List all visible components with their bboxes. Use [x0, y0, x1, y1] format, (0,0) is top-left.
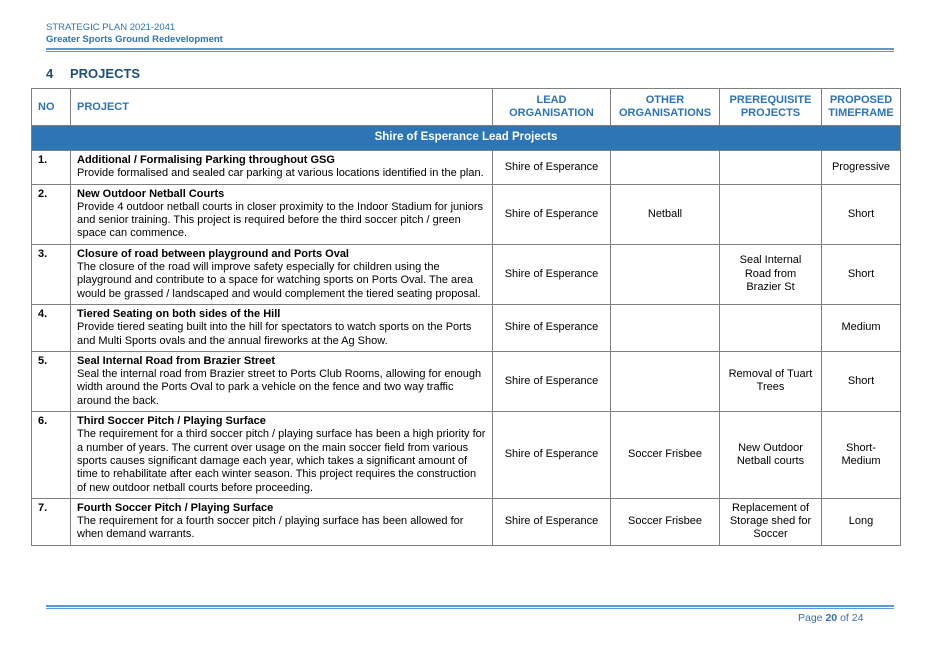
project-description: The closure of the road will improve saf… [77, 261, 481, 300]
project-title: Seal Internal Road from Brazier Street [77, 354, 276, 367]
project-description: Provide tiered seating built into the hi… [77, 321, 472, 347]
project-description: The requirement for a fourth soccer pitc… [77, 515, 464, 541]
lead-organisation: Shire of Esperance [492, 497, 611, 546]
plan-subtitle: Greater Sports Ground Redevelopment [46, 34, 223, 45]
table-row: 4.Tiered Seating on both sides of the Hi… [31, 303, 901, 352]
row-number: 5. [31, 350, 71, 413]
project-description: Provide 4 outdoor netball courts in clos… [77, 200, 483, 240]
other-organisations [610, 243, 720, 305]
prerequisite-projects [719, 303, 822, 352]
proposed-timeframe: Long [821, 497, 901, 546]
other-organisations: Soccer Frisbee [610, 411, 720, 499]
project-cell: Tiered Seating on both sides of the Hill… [70, 303, 493, 352]
other-organisations [610, 150, 720, 185]
proposed-timeframe: Short [821, 243, 901, 305]
row-number: 1. [31, 150, 71, 185]
page-number: Page 20 of 24 [798, 612, 864, 624]
row-number: 4. [31, 303, 71, 352]
prerequisite-projects [719, 150, 822, 185]
proposed-timeframe: Progressive [821, 150, 901, 185]
other-organisations [610, 350, 720, 413]
row-number: 7. [31, 497, 71, 546]
lead-organisation: Shire of Esperance [492, 150, 611, 185]
project-title: Closure of road between playground and P… [77, 247, 349, 260]
prerequisite-projects: Replacement of Storage shed for Soccer [719, 497, 822, 546]
prerequisite-projects: Seal Internal Road from Brazier St [719, 243, 822, 305]
project-cell: Closure of road between playground and P… [70, 243, 493, 305]
other-organisations [610, 303, 720, 352]
section-title: PROJECTS [70, 66, 141, 81]
project-title: Additional / Formalising Parking through… [77, 154, 335, 166]
section-heading: 4 PROJECTS [46, 66, 140, 81]
plan-title: STRATEGIC PLAN 2021-2041 [46, 22, 176, 33]
section-number: 4 [46, 66, 54, 81]
project-title: New Outdoor Netball Courts [77, 187, 225, 200]
prerequisite-projects: Removal of Tuart Trees [719, 350, 822, 413]
project-description: Provide formalised and sealed car parkin… [77, 167, 484, 180]
row-number: 6. [31, 411, 71, 499]
project-cell: Additional / Formalising Parking through… [70, 150, 493, 185]
lead-organisation: Shire of Esperance [492, 243, 611, 305]
prerequisite-projects: New Outdoor Netball courts [719, 411, 822, 499]
table-row: 1. Additional / Formalising Parking throu… [31, 150, 901, 185]
table-row: 5.Seal Internal Road from Brazier Street… [31, 350, 901, 413]
table-row: 3. Closure of road between playground and… [31, 243, 901, 305]
project-title: Third Soccer Pitch / Playing Surface [77, 415, 266, 428]
lead-organisation: Shire of Esperance [492, 303, 611, 352]
col-header-project: PROJECT [70, 88, 493, 126]
row-number: 3. [31, 243, 71, 305]
lead-organisation: Shire of Esperance [492, 183, 611, 245]
proposed-timeframe: Short-Medium [821, 411, 901, 499]
row-number: 2. [31, 183, 71, 245]
lead-organisation: Shire of Esperance [492, 411, 611, 499]
proposed-timeframe: Medium [821, 303, 901, 352]
footer-rule [46, 605, 894, 609]
project-title: Tiered Seating on both sides of the Hill [77, 307, 281, 320]
proposed-timeframe: Short [821, 350, 901, 413]
header-rule [46, 48, 894, 52]
project-title: Fourth Soccer Pitch / Playing Surface [77, 501, 274, 514]
prerequisite-projects [719, 183, 822, 245]
project-description: The requirement for a third soccer pitch… [77, 428, 486, 494]
group-title: Shire of Esperance Lead Projects [31, 125, 901, 151]
other-organisations: Soccer Frisbee [610, 497, 720, 546]
proposed-timeframe: Short [821, 183, 901, 245]
lead-organisation: Shire of Esperance [492, 350, 611, 413]
other-organisations: Netball [610, 183, 720, 245]
project-description: Seal the internal road from Brazier stre… [77, 368, 482, 407]
col-header-no: NO [31, 88, 71, 126]
group-band: Shire of Esperance Lead Projects [31, 125, 901, 151]
document-header: STRATEGIC PLAN 2021-2041 Greater Sports … [46, 22, 223, 46]
